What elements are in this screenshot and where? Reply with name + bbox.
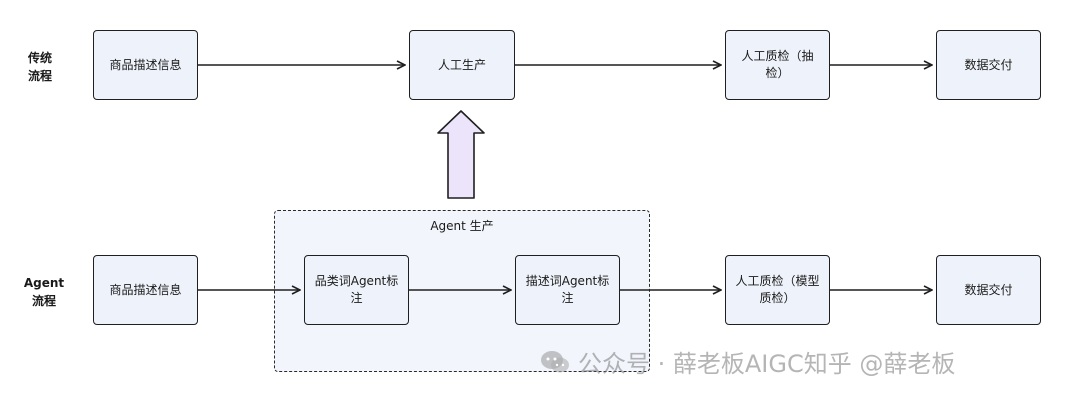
row-label-traditional: 传统 流程 xyxy=(27,51,52,83)
node-agent-delivery: 数据交付 xyxy=(936,255,1041,325)
replace-up-arrow xyxy=(437,110,485,199)
watermark: 公众号 · 薛老板AIGC知乎 @薛老板 xyxy=(540,344,955,379)
node-agent-description-tagging: 描述词Agent标注 xyxy=(515,255,620,325)
node-trad-manual-production: 人工生产 xyxy=(409,30,515,100)
row-label-agent: Agent 流程 xyxy=(23,276,65,308)
group-title: Agent 生产 xyxy=(430,219,494,233)
watermark-text: 公众号 · 薛老板AIGC知乎 @薛老板 xyxy=(578,350,956,378)
node-agent-manual-qc: 人工质检（模型质检） xyxy=(725,255,830,325)
node-agent-product-info: 商品描述信息 xyxy=(93,255,198,325)
node-agent-category-tagging: 品类词Agent标注 xyxy=(304,255,409,325)
node-trad-product-info: 商品描述信息 xyxy=(93,30,198,100)
node-trad-delivery: 数据交付 xyxy=(936,30,1041,100)
wechat-icon xyxy=(540,349,570,375)
node-trad-manual-qc: 人工质检（抽检） xyxy=(725,30,830,100)
